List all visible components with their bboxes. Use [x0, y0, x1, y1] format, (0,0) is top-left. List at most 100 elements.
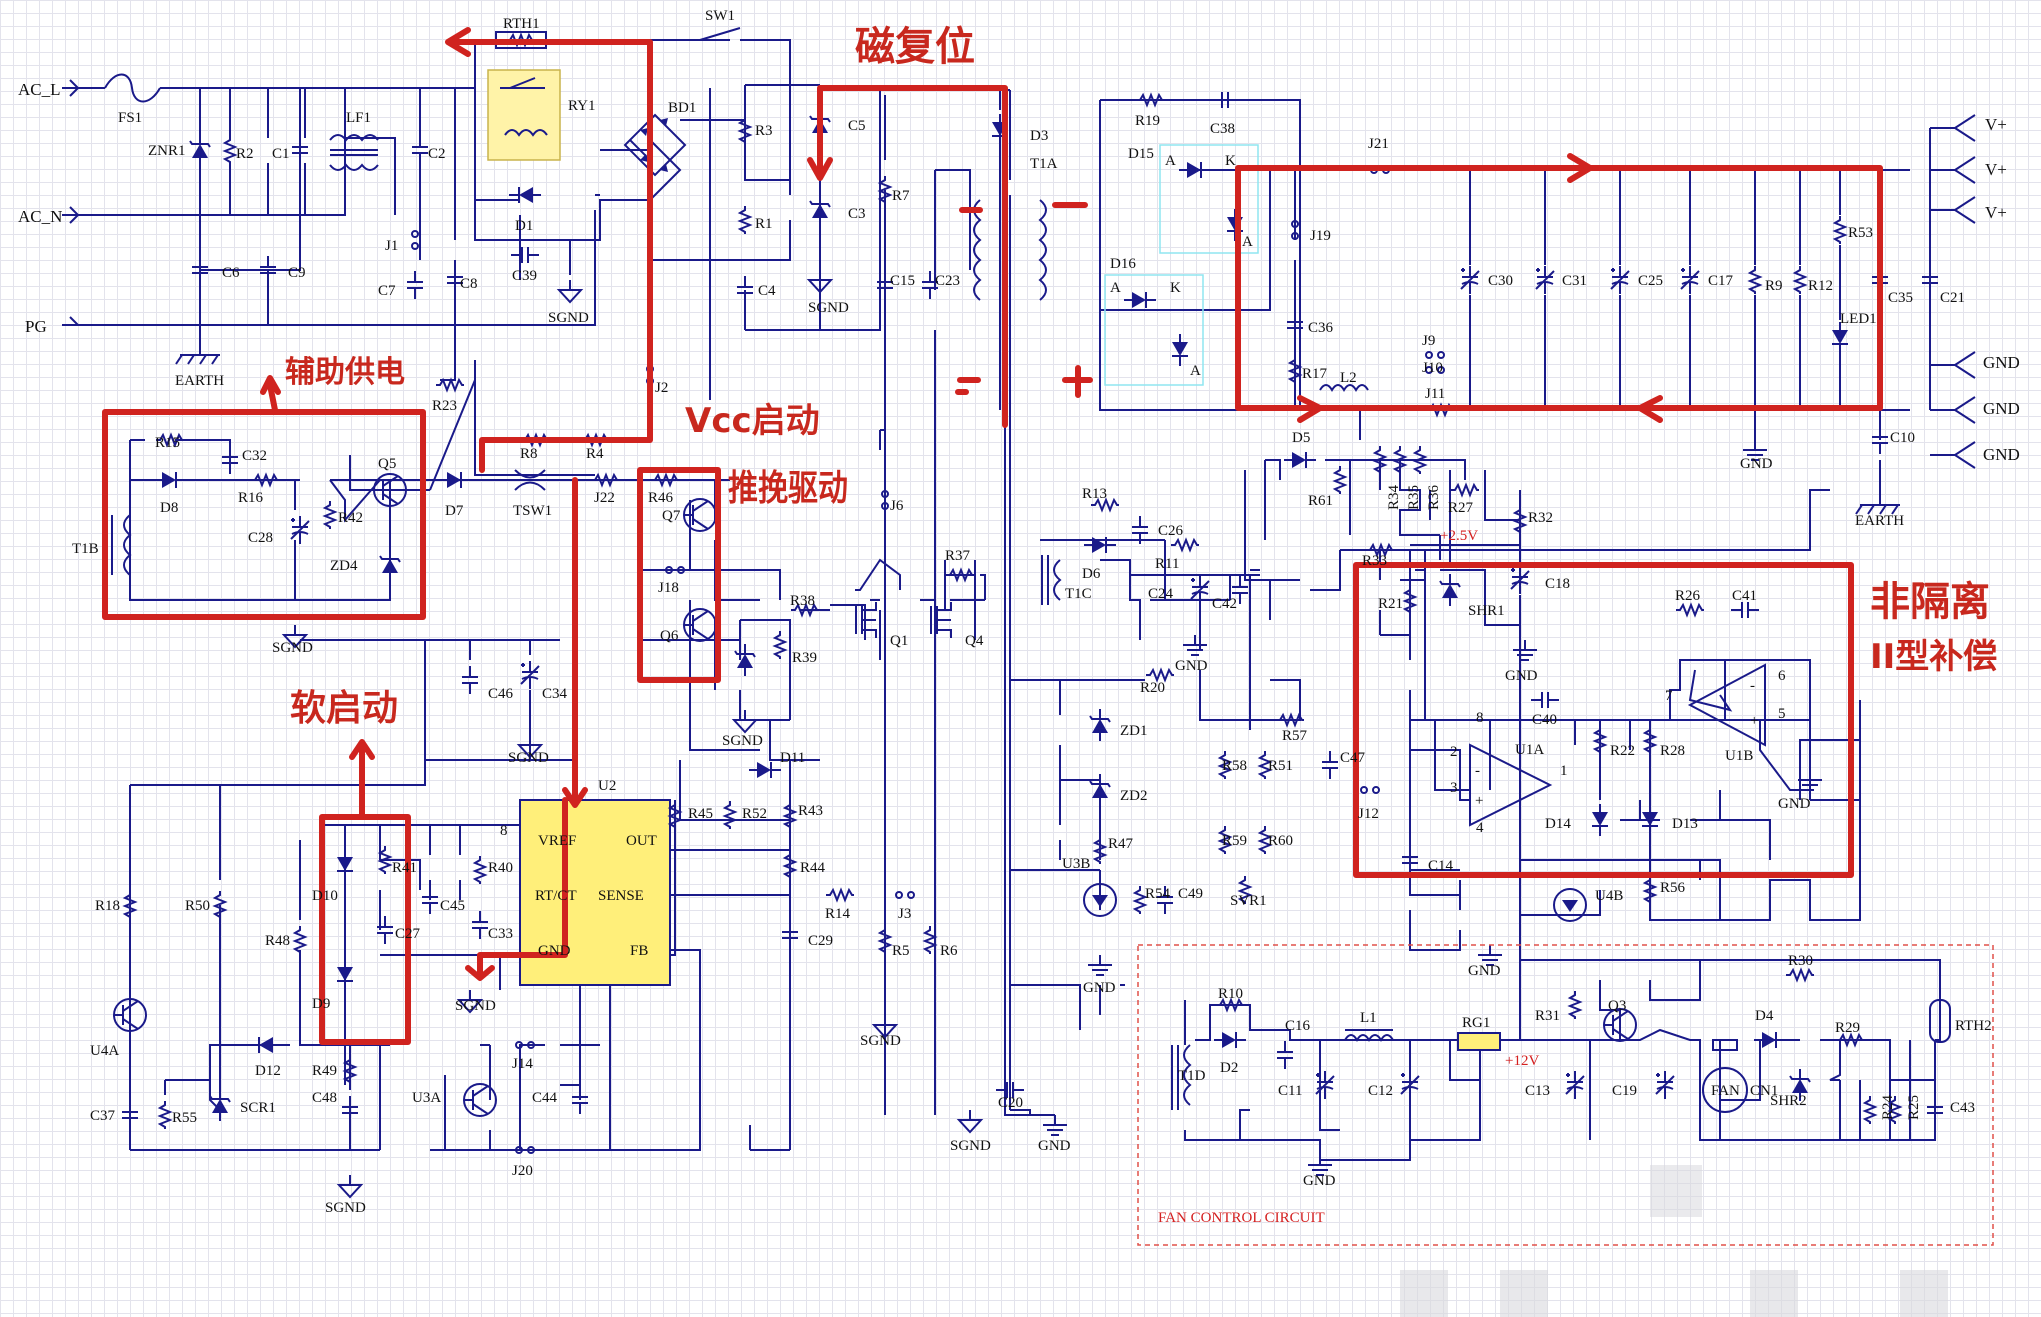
sgnd-symbol-9: [958, 1109, 982, 1133]
label-sgnd: SGND: [808, 300, 849, 316]
capacitor-c31: [1535, 265, 1555, 295]
zener-zd1: [1089, 708, 1111, 742]
label-r19: R19: [1135, 113, 1160, 129]
label-r49: R49: [312, 1063, 337, 1079]
label-u4a: U4A: [90, 1043, 119, 1059]
label-c26: C26: [1158, 523, 1184, 539]
label-vref: VREF: [538, 833, 576, 849]
port-vplus-2: V+: [1985, 160, 2007, 179]
label-r59: R59: [1222, 833, 1247, 849]
label-aux-supply: 辅助供电: [285, 355, 405, 390]
label-r8: R8: [520, 446, 538, 462]
diode-d10: [336, 848, 354, 882]
label-type2-comp: II型补偿: [1870, 637, 1997, 677]
label-r21: R21: [1378, 596, 1403, 612]
label-c45: C45: [440, 898, 465, 914]
capacitor-c34: [520, 660, 540, 690]
capacitor-c39: [510, 246, 540, 264]
label-rth2: RTH2: [1955, 1018, 1992, 1034]
label-sgnd: SGND: [950, 1138, 991, 1154]
label-sw1: SW1: [705, 8, 735, 24]
opamp-u1b: [1687, 663, 1766, 747]
label-c30: C30: [1488, 273, 1513, 289]
capacitor-c25: [1610, 265, 1630, 295]
wires: [62, 39, 1955, 1161]
label-j11: J11: [1425, 386, 1445, 402]
relay-loop: [445, 27, 653, 433]
label-r44: R44: [800, 860, 826, 876]
label-p4: 4: [1476, 820, 1484, 836]
label-r33: R33: [1362, 553, 1387, 569]
label-gnd: GND: [1175, 658, 1208, 674]
label-r24: R24: [1880, 1094, 1896, 1120]
port-gnd-2: GND: [1983, 399, 2020, 418]
label-r61: R61: [1308, 493, 1333, 509]
label-sgnd: SGND: [548, 310, 589, 326]
earth-symbol: [175, 345, 220, 365]
label-bd1: BD1: [668, 100, 696, 116]
label-c10: C10: [1890, 430, 1915, 446]
label-a: A: [1110, 280, 1121, 296]
label-zd1: ZD1: [1120, 723, 1148, 739]
label-v12: +12V: [1505, 1053, 1539, 1069]
label-k: K: [1170, 280, 1181, 296]
resistor-r24: [1864, 1095, 1876, 1125]
label-u2: U2: [598, 778, 616, 794]
label-q7: Q7: [662, 508, 681, 524]
label-r57: R57: [1282, 728, 1308, 744]
label-c42: C42: [1212, 596, 1237, 612]
label-c31: C31: [1562, 273, 1587, 289]
fan-motor-cn1: [1702, 1039, 1748, 1113]
label-r23: R23: [432, 398, 457, 414]
label-c7: C7: [378, 283, 396, 299]
capacitor-c3: [809, 193, 831, 227]
label-r17: R17: [1302, 366, 1328, 382]
label-d13: D13: [1672, 816, 1698, 832]
label-d4: D4: [1755, 1008, 1774, 1024]
label-r43: R43: [798, 803, 823, 819]
label-c29: C29: [808, 933, 833, 949]
opamp-u1a: [1469, 743, 1553, 827]
resistor-r1: [739, 205, 751, 235]
gnd-symbol-u1a: [1477, 944, 1503, 966]
label-fb: FB: [630, 943, 648, 959]
label-j21: J21: [1368, 136, 1389, 152]
label-r55: R55: [172, 1110, 197, 1126]
label-c33: C33: [488, 926, 513, 942]
push-pull-box: [637, 467, 721, 683]
jumper-j1: [411, 230, 419, 250]
diode-d8: [153, 471, 187, 489]
gnd-symbol-c24: [1182, 634, 1208, 656]
label-minus: -: [1750, 678, 1755, 694]
zener-zd2: [1089, 773, 1111, 807]
transformer-t1b: [104, 514, 132, 576]
port-pg: PG: [25, 317, 47, 336]
label-r51: R51: [1268, 758, 1293, 774]
label-r30: R30: [1788, 953, 1813, 969]
label-shr1: SHR1: [1468, 603, 1505, 619]
label-c37: C37: [90, 1108, 116, 1124]
label-j22: J22: [594, 490, 615, 506]
label-c24: C24: [1148, 586, 1174, 602]
label-c12: C12: [1368, 1083, 1393, 1099]
label-p1: 1: [1560, 763, 1568, 779]
thermal-switch-tsw1: [505, 469, 555, 491]
demag-path: [807, 85, 1008, 428]
label-r7: R7: [892, 188, 910, 204]
relay-ry1: [487, 69, 561, 161]
common-mode-choke-lf1: [329, 134, 379, 171]
label-c41: C41: [1732, 588, 1757, 604]
label-scr1: SCR1: [240, 1100, 276, 1116]
resistor-r53: [1834, 215, 1846, 245]
label-c21: C21: [1940, 290, 1965, 306]
label-r26: R26: [1675, 588, 1701, 604]
label-r9: R9: [1765, 278, 1783, 294]
label-r28: R28: [1660, 743, 1685, 759]
port-gnd-3: GND: [1983, 445, 2020, 464]
label-c14: C14: [1428, 858, 1454, 874]
label-lf1: LF1: [346, 110, 371, 126]
gnd-symbol-u3b: [1087, 954, 1113, 976]
transformer-t1a: [973, 195, 1047, 380]
label-r14: R14: [825, 906, 851, 922]
zener-zd4: [379, 548, 401, 582]
